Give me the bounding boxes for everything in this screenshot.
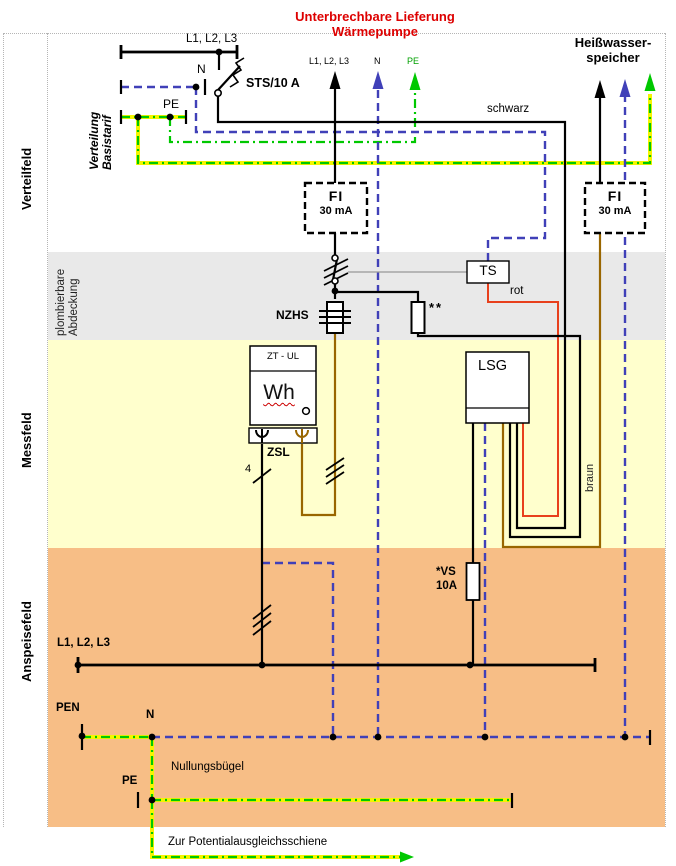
label-wp-pe: PE	[407, 56, 420, 66]
plombierbare-line2: Abdeckung	[67, 278, 80, 336]
trip-release-symbol	[229, 57, 245, 88]
label-schwarz: schwarz	[487, 103, 530, 115]
verteilung-line2: Basistarif	[100, 115, 115, 170]
heatpump-title: Unterbrechbare Lieferung Wärmepumpe	[270, 9, 480, 39]
pe-green-lines	[82, 90, 652, 859]
l-busbar	[76, 657, 597, 673]
label-top-n: N	[197, 62, 206, 76]
junction-dots	[74, 48, 629, 804]
label-wp-n: N	[374, 56, 381, 66]
nzhs-label: NZHS	[276, 308, 309, 322]
n-meter-line	[262, 561, 335, 737]
meter-header-label: ZT - UL	[266, 351, 300, 362]
label-pen: PEN	[56, 702, 80, 714]
nzhs-fuse-bars	[319, 310, 351, 324]
schwarz-wire	[216, 96, 567, 530]
wire-count-label: 4	[245, 463, 252, 475]
contact-circles	[214, 89, 339, 416]
switch-contact-top	[331, 254, 339, 262]
fi1-box-outline	[303, 181, 369, 235]
zsl-hook-right	[295, 429, 309, 443]
band-plombierbare-abdeckung	[48, 252, 665, 340]
rot-label: rot	[510, 285, 524, 297]
fi1-label: FI	[328, 188, 344, 204]
fi2-box-outline	[583, 181, 647, 235]
brown-wires	[300, 231, 602, 549]
nzhs-to-meter-wire	[300, 333, 337, 517]
star-fuse-branch	[335, 290, 582, 539]
label-top-bus: L1, L2, L3	[186, 33, 238, 45]
label-n-bus: N	[146, 709, 155, 721]
fi2-label: FI	[607, 188, 623, 204]
label-nullungsbuegel: Nullungsbügel	[171, 761, 244, 773]
lsg-label: LSG	[478, 358, 508, 374]
zsl-hook-left	[255, 429, 269, 443]
arrow-hotwater-l	[594, 80, 606, 98]
hotwater-title-line1: Heißwasser-	[574, 35, 652, 50]
fi2-box-text: FI 30 mA	[585, 188, 645, 217]
label-pe-bus: PE	[122, 775, 138, 787]
vs-label-line2: 10A	[436, 580, 458, 592]
star-fuse-symbol	[410, 301, 426, 334]
neutral-lines	[121, 85, 650, 739]
lsg-box-outline	[465, 351, 530, 424]
arrow-hotwater-pe	[644, 73, 656, 91]
label-potential: Zur Potentialausgleichsschiene	[168, 836, 328, 848]
band-messfeld	[48, 340, 665, 548]
wirecount-slash	[252, 468, 272, 484]
arrow-heatpump-pe	[409, 72, 421, 90]
pe-line-heatpump	[168, 90, 417, 144]
section-label-messfeld: Messfeld	[19, 412, 34, 468]
label-top-pe: PE	[163, 97, 180, 111]
section-label-plombierbare-abdeckung: plombierbare Abdeckung	[55, 269, 81, 336]
label-bus-l123: L1, L2, L3	[57, 637, 111, 649]
arrow-heatpump-l	[329, 71, 341, 89]
zsl-label: ZSL	[267, 445, 290, 459]
arrowheads	[329, 71, 656, 863]
sts-blade	[217, 65, 241, 91]
arrow-hotwater-n	[619, 79, 631, 97]
switch-contact-bottom	[331, 277, 339, 285]
frame-right	[665, 33, 666, 827]
star-fuse-label: **	[429, 300, 444, 315]
label-wp-phases: L1, L2, L3	[309, 56, 350, 66]
label-braun: braun	[584, 463, 596, 492]
zsl-strip-outline	[248, 427, 318, 444]
heatpump-title-line1: Unterbrechbare Lieferung	[295, 9, 455, 24]
label-verteilung-basistarif: Verteilung Basistarif	[87, 111, 115, 170]
meter-wh-label: Wh	[263, 381, 295, 404]
vs-fuse-label: *VS 10A	[436, 565, 457, 593]
vs-label-line1: *VS	[436, 566, 456, 578]
hotwater-title-line2: speicher	[586, 49, 640, 65]
brown-line-slashes	[325, 457, 345, 485]
plombierbare-line1: plombierbare	[55, 268, 67, 336]
hotwater-title: Heißwasser- speicher	[562, 35, 664, 65]
ts-label: TS	[479, 263, 497, 278]
label-sts: STS/10 A	[246, 76, 300, 90]
section-label-verteilfeld: Verteilfeld	[19, 147, 34, 210]
frame-top	[3, 33, 665, 34]
fi1-rating: 30 mA	[319, 204, 353, 217]
ts-box-outline	[466, 260, 510, 284]
n-to-ts-line	[194, 87, 547, 262]
fi2-rating: 30 mA	[598, 204, 632, 217]
three-phase-slashes	[252, 604, 272, 636]
heatpump-title-line2: Wärmepumpe	[332, 23, 418, 39]
meter-terminal-circle	[301, 406, 311, 416]
frame-left-inner	[47, 33, 48, 827]
arrow-potential-line	[400, 851, 414, 863]
vs-fuse-symbol	[465, 562, 481, 601]
fi1-box-text: FI 30 mA	[305, 188, 367, 217]
arrow-heatpump-n	[372, 71, 384, 89]
sts-contact-circle	[214, 89, 223, 98]
braun-wire	[501, 231, 602, 549]
section-label-anspeisefeld: Anspeisefeld	[19, 601, 34, 682]
verteilung-line1: Verteilung	[87, 111, 101, 170]
pe-line-hotwater	[136, 94, 652, 165]
rot-wire	[487, 283, 559, 517]
potential-equalization-line	[150, 800, 402, 859]
frame-left-outer	[3, 33, 4, 827]
black-wires	[76, 45, 652, 808]
